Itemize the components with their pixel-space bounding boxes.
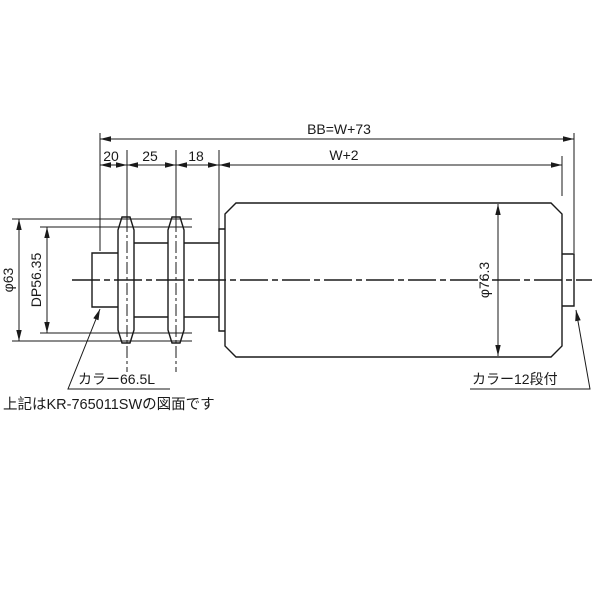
dim-label-20: 20 [103,148,119,164]
arrowhead [93,309,100,321]
arrowhead [44,322,50,333]
arrowhead [116,162,127,168]
dim-label-w2: W+2 [329,147,358,163]
arrowhead [495,204,501,215]
arrowhead [563,136,574,142]
arrowhead [575,310,581,322]
arrowhead [219,162,230,168]
roller-end-flange [218,228,225,332]
dim-label-dp: DP56.35 [28,253,44,308]
arrowhead [127,162,138,168]
leader-collar-left: カラー66.5L [67,308,170,390]
dim-label-25: 25 [142,148,158,164]
drawing-note: 上記はKR-765011SWの図面です [3,396,215,413]
arrowhead [16,330,22,341]
dim-label-18: 18 [188,148,204,164]
dimension-chain-row: 20 25 18 W+2 [100,147,562,168]
dimension-sprocket-outer-dia: φ63 [0,218,192,342]
collar-left [91,252,118,308]
label-collar-right: カラー12段付 [472,371,558,387]
dim-label-bb: BB=W+73 [307,121,371,137]
arrowhead [176,162,187,168]
extension-lines [99,133,575,372]
arrowhead [165,162,176,168]
dimension-overall-length: BB=W+73 [100,121,574,142]
dimension-sprocket-pitch-dia: DP56.35 [28,226,192,334]
dim-label-dia63: φ63 [0,267,16,292]
roller-body [224,202,563,358]
arrowhead [495,345,501,356]
arrowhead [100,136,111,142]
arrowhead [44,227,50,238]
sprocket-1 [117,216,135,344]
arrowhead [551,162,562,168]
label-collar-left: カラー66.5L [78,371,155,387]
sprocket-2 [167,216,185,344]
sprocket-hub [134,242,219,318]
arrowhead [208,162,219,168]
collar-right-stepped [562,253,575,307]
leader-collar-right: カラー12段付 [470,309,591,390]
arrowhead [16,219,22,230]
arrowhead [100,162,111,168]
